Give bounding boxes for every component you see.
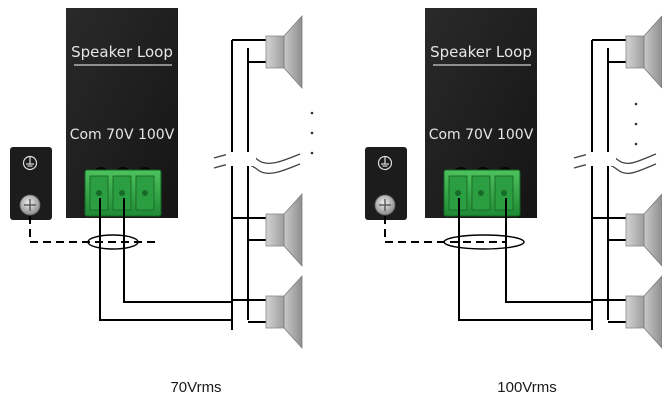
speaker-icon — [625, 193, 662, 267]
panel-title: Speaker Loop — [71, 43, 173, 61]
speaker-icon — [625, 275, 662, 349]
speaker-icon — [265, 275, 303, 349]
continuation-dots — [310, 111, 314, 155]
speaker-icon — [625, 15, 662, 89]
ground-terminal — [10, 147, 52, 220]
speaker-wires — [458, 39, 626, 330]
terminal-block — [443, 169, 521, 217]
speaker-icon — [265, 193, 303, 267]
speaker-wires — [99, 39, 266, 330]
panel-title: Speaker Loop — [430, 43, 532, 61]
screw-icon — [374, 194, 396, 216]
ground-icon — [22, 155, 38, 171]
speaker-icon — [265, 15, 303, 89]
cable-bundle — [87, 234, 139, 250]
wire-break — [213, 152, 301, 174]
diagram-100v: Speaker Loop Com 70V 100V — [365, 8, 662, 396]
terminal-labels: Com 70V 100V — [429, 127, 534, 143]
continuation-dots — [634, 102, 638, 146]
diagram-caption: 70Vrms — [170, 379, 221, 396]
ground-icon — [377, 155, 393, 171]
cable-bundle — [443, 234, 525, 250]
wire-break — [573, 152, 657, 174]
ground-terminal — [365, 147, 407, 220]
ground-wire — [29, 216, 158, 243]
screw-icon — [19, 194, 41, 216]
terminal-labels: Com 70V 100V — [70, 127, 175, 143]
diagram-caption: 100Vrms — [497, 379, 556, 396]
ground-wire — [384, 216, 506, 243]
terminal-block — [84, 169, 162, 217]
diagram-70v: Speaker Loop Com 70V 100V — [10, 8, 314, 396]
